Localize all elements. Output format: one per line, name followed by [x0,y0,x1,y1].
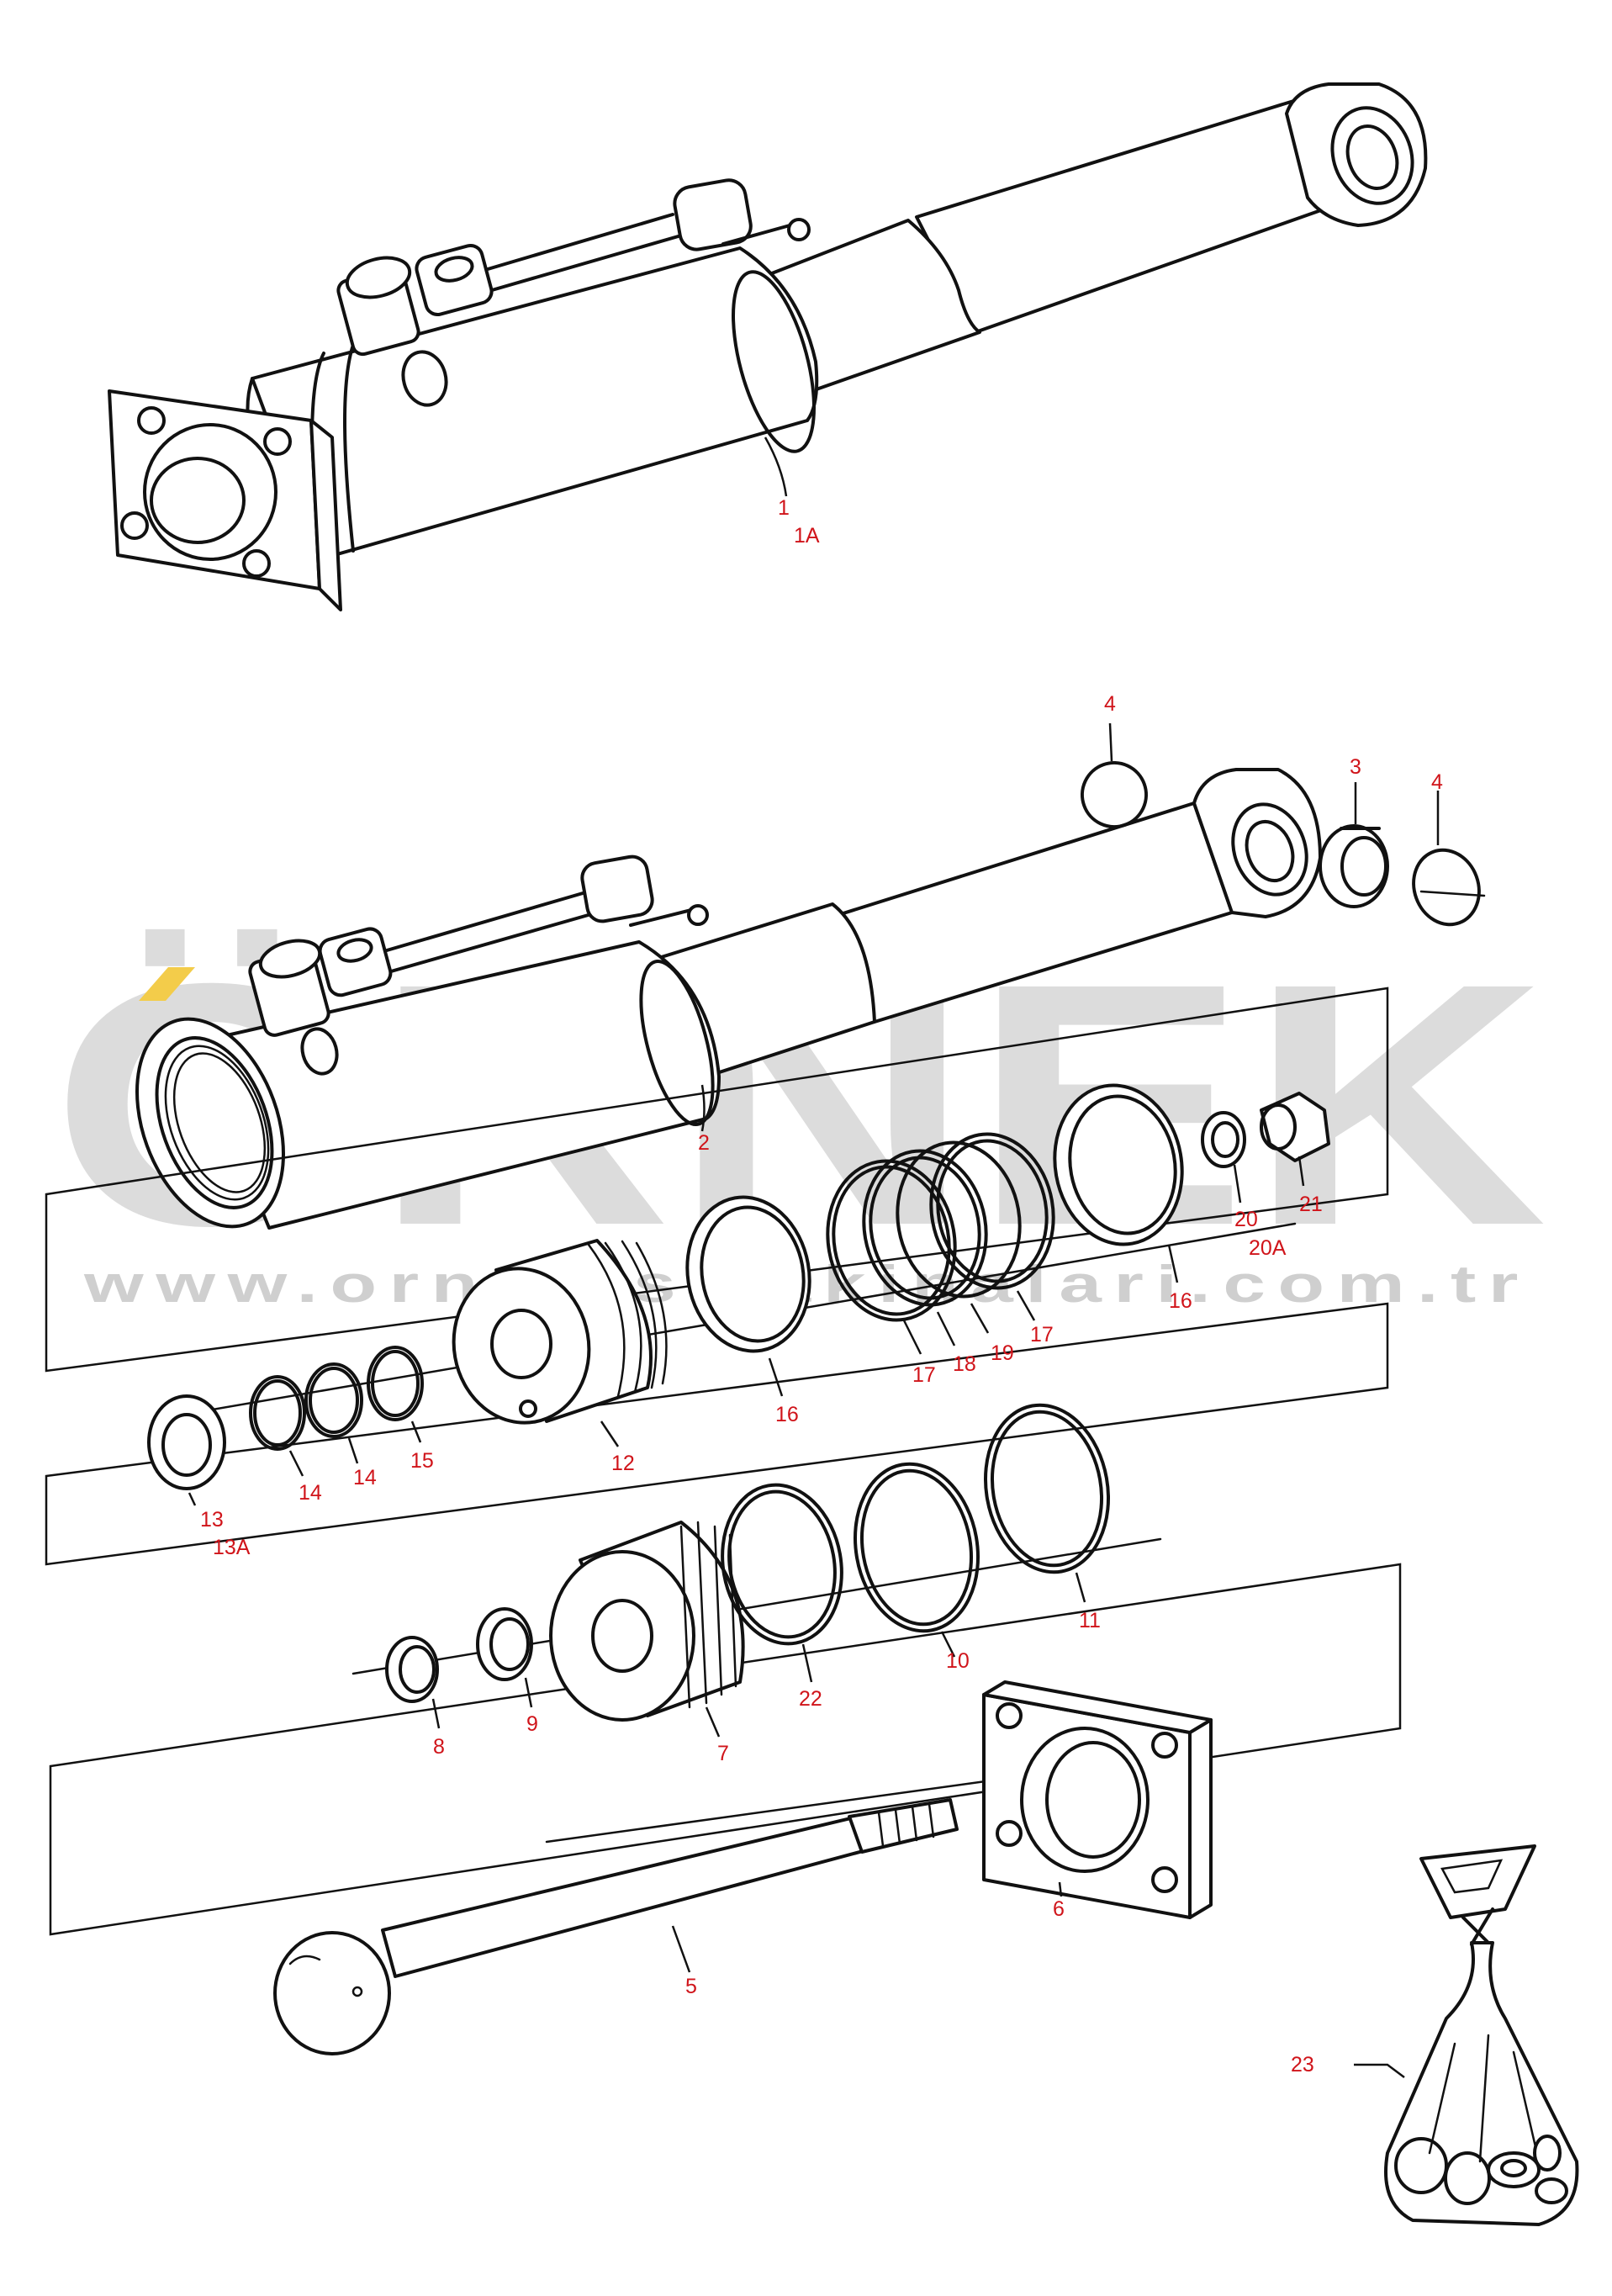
callout-13: 13 [200,1508,224,1532]
callout-3: 3 [1350,755,1361,779]
watermark-accent-mark [139,967,195,1001]
callout-22: 22 [799,1687,822,1711]
callout-18: 18 [953,1352,976,1376]
callout-8: 8 [433,1735,445,1759]
callout-14-left: 14 [299,1481,322,1505]
callout-16-right: 16 [1169,1289,1192,1313]
callout-labels: 1 1A 2 3 4 4 5 6 7 8 9 10 11 12 13 13A 1… [200,496,1443,2076]
callout-4-left: 4 [1104,692,1116,716]
callout-20: 20 [1234,1208,1258,1231]
callout-17-right: 17 [1030,1323,1054,1346]
callout-1: 1 [778,496,790,520]
callout-14-right: 15 [410,1449,434,1473]
gland-assembly-parts [385,1403,1111,1738]
callout-6: 6 [1053,1897,1065,1921]
assembled-cylinder [108,82,1428,611]
seal-kit-bag [1354,1844,1579,2226]
callout-20A: 20A [1249,1236,1287,1260]
callout-4-right: 4 [1431,770,1443,794]
callout-19: 19 [991,1341,1014,1365]
eye-small-parts [1081,722,1486,927]
barrel-part [135,768,1322,1230]
callout-16-left: 16 [775,1403,799,1426]
callout-21: 21 [1299,1193,1323,1216]
callout-13A: 13A [213,1536,251,1559]
callout-5: 5 [685,1975,697,1998]
callout-12: 12 [611,1452,635,1475]
callout-11: 11 [1079,1609,1101,1632]
callout-10: 10 [946,1649,970,1673]
callout-17-left: 17 [912,1363,936,1387]
callout-1A: 1A [794,524,820,548]
callout-15: 14 [353,1466,377,1489]
piston-assembly-parts [147,1083,1330,1506]
rod-and-flange-parts [273,1680,1213,2055]
callout-7: 7 [717,1742,729,1765]
callout-9: 9 [526,1712,538,1736]
callout-23: 23 [1291,2053,1314,2076]
callout-2: 2 [698,1131,710,1155]
